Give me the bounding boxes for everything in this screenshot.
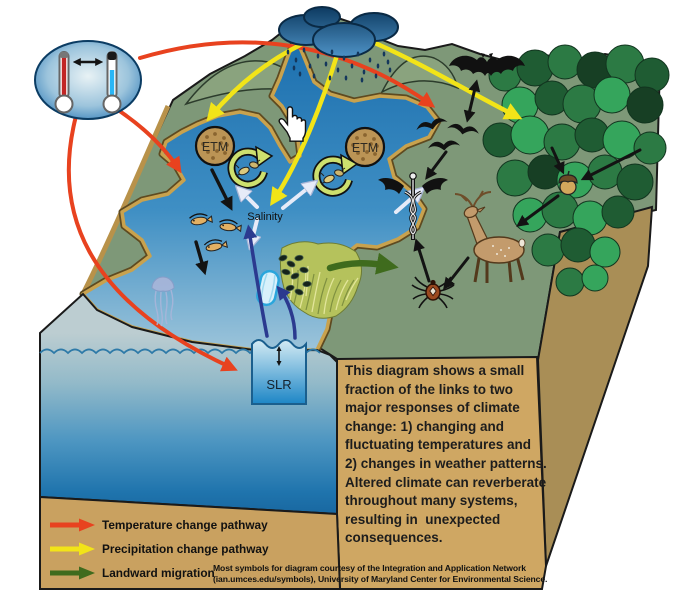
- legend-label: Landward migration: [102, 566, 215, 580]
- deer-icon: [454, 190, 526, 283]
- svg-text:ETM: ETM: [202, 140, 228, 154]
- migratory-birds-icon: [416, 118, 479, 151]
- temperature-fluctuation-icon: [34, 40, 142, 120]
- credit-text: Most symbols for diagram courtesy of the…: [213, 563, 548, 584]
- description-text: This diagram shows a small fraction of t…: [345, 363, 547, 546]
- acorn-icon: [558, 170, 578, 196]
- rain-cloud-icon: [278, 6, 399, 83]
- etm-circle-icon: ETM: [344, 126, 386, 168]
- plankton-cycle-icon: [227, 145, 274, 189]
- temperature-arrow-icon: [50, 518, 95, 532]
- legend-row-temperature: Temperature change pathway: [50, 513, 269, 537]
- sand-face: [39, 495, 342, 590]
- etm-circle-icon: ETM: [194, 125, 236, 167]
- estuary-food-web-arrows: [194, 168, 233, 276]
- soil-side-face: [536, 205, 654, 567]
- legend-label: Temperature change pathway: [102, 518, 268, 532]
- precipitation-arrow-icon: [50, 542, 95, 556]
- precipitation-pathway-arrows: [206, 37, 523, 207]
- landward-migration-arrow-icon: [50, 566, 95, 580]
- slr-icon: SLR: [251, 339, 307, 405]
- hand-cursor-icon: [278, 106, 307, 142]
- sea-level-rise-arrows: [243, 224, 297, 340]
- svg-text:SLR: SLR: [266, 377, 291, 392]
- bat-icon: [449, 53, 525, 76]
- landward-migration-arrow: [326, 252, 399, 275]
- legend-label: Precipitation change pathway: [102, 542, 269, 556]
- left-bank: [81, 104, 171, 294]
- caduceus-icon: [378, 172, 448, 240]
- svg-text:ETM: ETM: [352, 141, 378, 155]
- marsh-mussels-icon: [278, 241, 362, 319]
- jellyfish-icon: [151, 276, 175, 327]
- land-food-web-arrows: [413, 79, 642, 290]
- tick-icon: [411, 276, 455, 309]
- raindrops: [286, 47, 392, 83]
- legend-row-landward-migration: Landward migration: [50, 561, 269, 585]
- legend-row-precipitation: Precipitation change pathway: [50, 537, 269, 561]
- legend: Temperature change pathway Precipitation…: [50, 513, 269, 585]
- dead-fish-icon: [189, 213, 242, 252]
- salinity-label: Salinity: [247, 211, 283, 223]
